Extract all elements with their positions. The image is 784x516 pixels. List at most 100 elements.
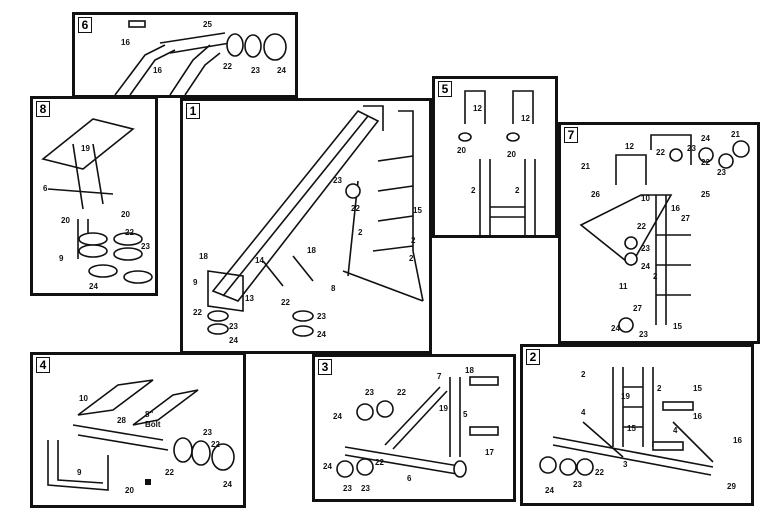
label: 9 [59, 254, 64, 263]
label: 23 [333, 176, 342, 185]
panel-number: 3 [318, 359, 332, 375]
panel-number: 6 [78, 17, 92, 33]
panel-number: 4 [36, 357, 50, 373]
label: 22 [595, 468, 604, 477]
label: 21 [581, 162, 590, 171]
panel-5: 5 12 12 20 20 2 2 [432, 76, 558, 238]
label: 16 [733, 436, 742, 445]
label: 24 [229, 336, 238, 345]
label: 24 [333, 412, 342, 421]
label: 23 [687, 144, 696, 153]
panel-number: 8 [36, 101, 50, 117]
panel-7: 7 12 21 26 10 22 23 24 21 22 23 25 27 16 [558, 122, 760, 344]
label: 27 [681, 214, 690, 223]
panel-1-drawing: 23 22 15 2 2 18 9 14 13 18 22 23 24 22 2… [193, 105, 424, 345]
label: 24 [223, 480, 232, 489]
label: 23 [343, 484, 352, 493]
label: 24 [323, 462, 332, 471]
label: 15 [413, 206, 422, 215]
label: 2 [411, 236, 416, 245]
label: 18 [199, 252, 208, 261]
label: 23 [361, 484, 370, 493]
label: 6 [407, 474, 412, 483]
label: 23 [641, 244, 650, 253]
panel-8-drawing: 19 6 20 20 22 23 9 24 [41, 118, 153, 291]
label: 22 [375, 458, 384, 467]
label: 22 [656, 148, 665, 157]
label: 24 [701, 134, 710, 143]
label: 25 [701, 190, 710, 199]
label: 16 [693, 412, 702, 421]
label: 2 [358, 228, 363, 237]
label: 22 [223, 62, 232, 71]
label: 16 [671, 204, 680, 213]
label: 29 [727, 482, 736, 491]
label: 20 [457, 146, 466, 155]
panel-number: 5 [438, 81, 452, 97]
label: 23 [639, 330, 648, 339]
label: 12 [521, 114, 530, 123]
panel-5-drawing: 12 12 20 20 2 2 [457, 90, 536, 235]
label: 4 [673, 426, 678, 435]
label: 2 [653, 272, 658, 281]
label: 22 [211, 440, 220, 449]
label: 19 [439, 404, 448, 413]
label: 12 [473, 104, 482, 113]
label: 9 [193, 278, 198, 287]
label: 22 [281, 298, 290, 307]
label: 22 [125, 228, 134, 237]
panel-number: 2 [526, 349, 540, 365]
label: 19 [81, 144, 90, 153]
label: 15 [693, 384, 702, 393]
label: 24 [89, 282, 98, 291]
panel-number: 1 [186, 103, 200, 119]
label: 23 [573, 480, 582, 489]
label: 23 [717, 168, 726, 177]
label: 22 [701, 158, 710, 167]
label: 5 [463, 410, 468, 419]
panel-6-drawing: 16 25 16 22 23 24 [114, 20, 287, 95]
label: 26 [591, 190, 600, 199]
label: 23 [251, 66, 260, 75]
label: 22 [637, 222, 646, 231]
label: 15 [627, 424, 636, 433]
label: 24 [611, 324, 620, 333]
label: 11 [619, 282, 628, 291]
label: 4 [581, 408, 586, 417]
label: 25 [203, 20, 212, 29]
label: 18 [307, 246, 316, 255]
label: 22 [165, 468, 174, 477]
label: 24 [545, 486, 554, 495]
label: 8 [331, 284, 336, 293]
panel-3-drawing: 23 22 7 18 24 19 5 17 24 22 23 6 23 [323, 366, 499, 493]
label: 12 [625, 142, 634, 151]
label: 18 [465, 366, 474, 375]
label: 2 [657, 384, 662, 393]
label: 20 [61, 216, 70, 225]
label: 2 [409, 254, 414, 263]
panel-2-drawing: 2 2 4 15 19 4 16 16 15 3 22 24 23 29 [539, 367, 742, 495]
label: 27 [633, 304, 642, 313]
label: 23 [141, 242, 150, 251]
label: 23 [203, 428, 212, 437]
label: 8" [145, 410, 153, 419]
label: 2 [471, 186, 476, 195]
label: 17 [485, 448, 494, 457]
label: 24 [277, 66, 286, 75]
panel-6: 6 16 25 16 22 23 24 [72, 12, 298, 98]
label: 20 [125, 486, 134, 495]
label: 7 [437, 372, 442, 381]
label: 2 [581, 370, 586, 379]
label: 16 [153, 66, 162, 75]
panel-4: 4 10 28 8" Bolt 23 22 9 22 24 20 [30, 352, 246, 508]
label: Bolt [145, 420, 161, 429]
panel-1: 1 23 22 15 2 2 18 9 14 13 18 22 23 [180, 98, 432, 354]
label: 22 [351, 204, 360, 213]
label: 21 [731, 130, 740, 139]
label: 23 [317, 312, 326, 321]
panel-4-drawing: 10 28 8" Bolt 23 22 9 22 24 20 [47, 379, 235, 495]
label: 9 [77, 468, 82, 477]
label: 23 [229, 322, 238, 331]
label: 22 [397, 388, 406, 397]
